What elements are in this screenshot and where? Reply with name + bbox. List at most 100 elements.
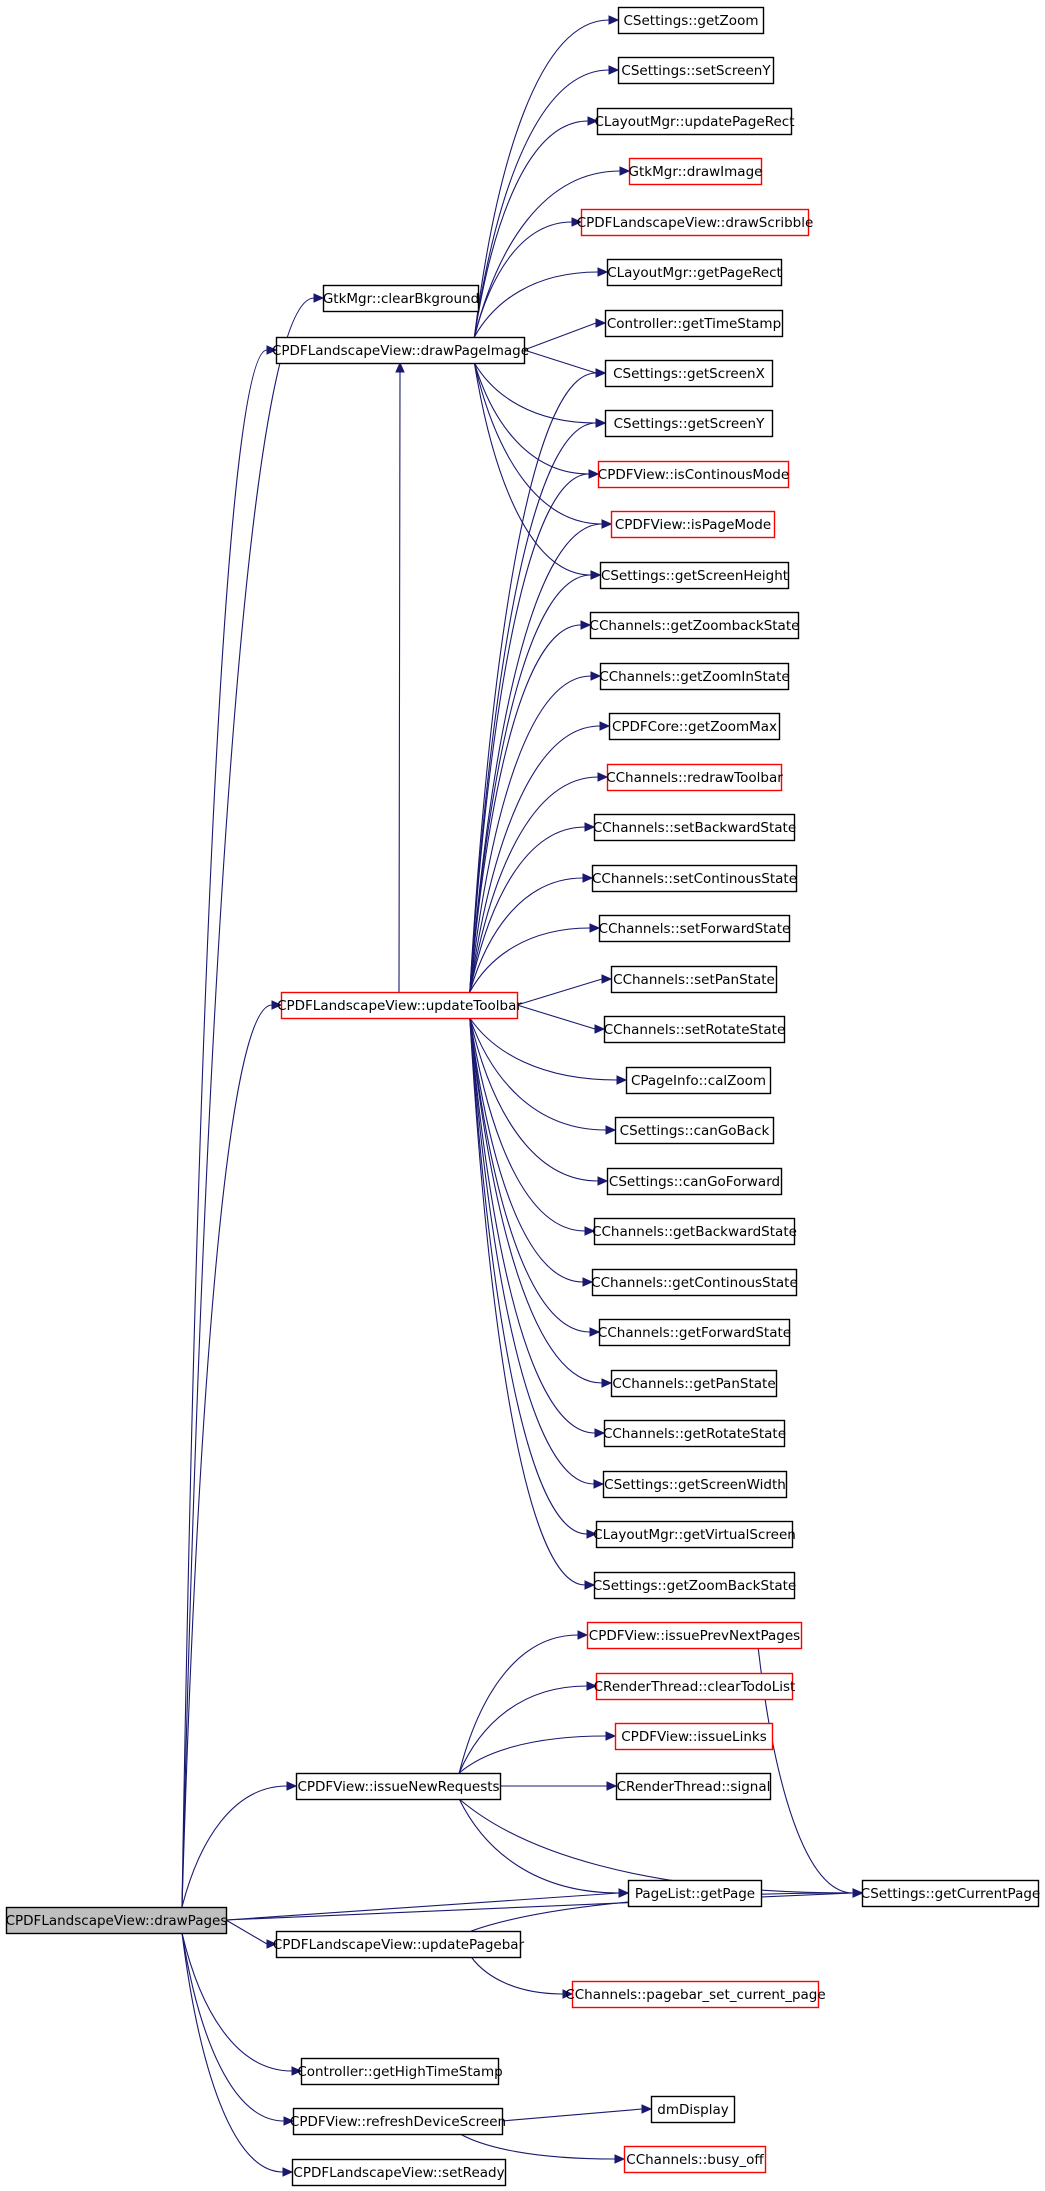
node-getForwardState[interactable]: CChannels::getForwardState: [598, 1318, 791, 1347]
node-issueLinks[interactable]: CPDFView::issueLinks: [614, 1722, 774, 1751]
node-busy_off[interactable]: CChannels::busy_off: [623, 2145, 767, 2174]
node-getBackwardState[interactable]: CChannels::getBackwardState: [592, 1217, 797, 1246]
node-label: CSettings::getScreenY: [614, 416, 765, 432]
node-setScreenY[interactable]: CSettings::setScreenY: [617, 56, 775, 85]
node-setPanState[interactable]: CChannels::setPanState: [610, 965, 778, 994]
node-getTimeStamp[interactable]: Controller::getTimeStamp: [604, 309, 784, 338]
node-getScreenY[interactable]: CSettings::getScreenY: [604, 409, 774, 438]
node-label: CSettings::getScreenHeight: [601, 568, 788, 584]
node-refreshDeviceScreen[interactable]: CPDFView::refreshDeviceScreen: [290, 2107, 506, 2136]
edge-updateToolbar-to-getScreenHeight: [469, 570, 602, 993]
edge-drawPageImage-to-drawScribble: [473, 217, 583, 338]
node-label: CSettings::getScreenWidth: [604, 1477, 786, 1493]
edge-issueNewRequests-to-issueLinks: [458, 1731, 617, 1774]
node-setBackwardState[interactable]: CChannels::setBackwardState: [593, 813, 796, 842]
node-box: [610, 965, 778, 994]
node-getPanState[interactable]: CChannels::getPanState: [610, 1369, 778, 1398]
node-getZoom[interactable]: CSettings::getZoom: [617, 6, 765, 35]
node-issuePrevNextPages[interactable]: CPDFView::issuePrevNextPages: [586, 1621, 803, 1650]
node-getHighTimeStamp[interactable]: Controller::getHighTimeStamp: [297, 2057, 503, 2086]
edge-updateToolbar-to-drawPageImage: [395, 361, 405, 993]
node-box: [603, 1015, 786, 1044]
node-getCurrentPage[interactable]: CSettings::getCurrentPage: [861, 1879, 1040, 1908]
node-box: [650, 2095, 736, 2124]
node-label: CPDFLandscapeView::drawScribble: [577, 215, 814, 231]
nodes-layer: CPDFLandscapeView::drawPages GtkMgr::clea…: [6, 6, 1040, 2187]
node-setForwardState[interactable]: CChannels::setForwardState: [599, 914, 791, 943]
node-getRotateState[interactable]: CChannels::getRotateState: [603, 1419, 786, 1448]
node-label: CPageInfo::calZoom: [631, 1073, 766, 1089]
node-label: CPDFView::issuePrevNextPages: [589, 1628, 800, 1644]
node-getZoomMax[interactable]: CPDFCore::getZoomMax: [608, 712, 781, 741]
node-setContinousState[interactable]: CChannels::setContinousState: [591, 864, 798, 893]
node-label: CChannels::redrawToolbar: [606, 770, 783, 786]
edge-updateToolbar-to-setBackwardState: [469, 822, 596, 993]
node-label: CPDFLandscapeView::setReady: [293, 2165, 504, 2181]
node-box: [300, 2057, 500, 2086]
node-box: [617, 56, 775, 85]
node-signal[interactable]: CRenderThread::signal: [615, 1772, 772, 1801]
edge-issueNewRequests-to-getPage: [458, 1798, 630, 1898]
edge-updateToolbar-to-isContinousMode: [469, 469, 600, 993]
node-label: CLayoutMgr::updatePageRect: [595, 114, 795, 130]
node-getVirtualScreen[interactable]: CLayoutMgr::getVirtualScreen: [593, 1520, 796, 1549]
node-issueNewRequests[interactable]: CPDFView::issueNewRequests: [295, 1772, 502, 1801]
node-box: [595, 1520, 794, 1549]
node-getPageRect[interactable]: CLayoutMgr::getPageRect: [606, 258, 783, 287]
node-setRotateState[interactable]: CChannels::setRotateState: [603, 1015, 786, 1044]
node-isContinousMode[interactable]: CPDFView::isContinousMode: [597, 460, 790, 489]
edge-root-to-getHighTimeStamp: [181, 1932, 303, 2076]
node-updatePagebar[interactable]: CPDFLandscapeView::updatePagebar: [273, 1930, 525, 1959]
node-clearBkground[interactable]: GtkMgr::clearBkground: [322, 284, 480, 313]
node-box: [593, 813, 796, 842]
node-redrawToolbar[interactable]: CChannels::redrawToolbar: [606, 763, 783, 792]
node-getZoombackState[interactable]: CChannels::getZoombackState: [590, 611, 800, 640]
edge-updatePagebar-to-getCurrentPage: [471, 1888, 864, 1932]
node-box: [597, 460, 790, 489]
node-drawScribble[interactable]: CPDFLandscapeView::drawScribble: [577, 208, 814, 237]
node-label: CPDFView::issueNewRequests: [297, 1779, 499, 1795]
node-label: CRenderThread::clearTodoList: [594, 1679, 796, 1695]
node-getPage[interactable]: PageList::getPage: [627, 1879, 763, 1908]
node-label: CChannels::pagebar_set_current_page: [565, 1987, 825, 2003]
edge-issueNewRequests-to-signal: [500, 1781, 618, 1791]
node-box: [595, 1672, 794, 1701]
node-label: CPDFLandscapeView::updateToolbar: [277, 998, 522, 1014]
node-pagebar_set_current_page[interactable]: CChannels::pagebar_set_current_page: [565, 1980, 826, 2009]
node-canGoForward[interactable]: CSettings::canGoForward: [606, 1167, 783, 1196]
node-getZoomInState[interactable]: CChannels::getZoomInState: [599, 662, 790, 691]
edge-issueNewRequests-to-clearTodoList: [458, 1681, 598, 1774]
node-getScreenX[interactable]: CSettings::getScreenX: [604, 359, 774, 388]
node-box: [604, 309, 784, 338]
edge-issueNewRequests-to-issuePrevNextPages: [458, 1630, 589, 1774]
node-box: [606, 258, 783, 287]
node-setReady[interactable]: CPDFLandscapeView::setReady: [291, 2158, 507, 2187]
node-drawPageImage[interactable]: CPDFLandscapeView::drawPageImage: [272, 336, 529, 365]
node-label: CPDFView::isPageMode: [615, 517, 771, 533]
node-label: PageList::getPage: [635, 1886, 755, 1902]
node-getScreenHeight[interactable]: CSettings::getScreenHeight: [599, 561, 790, 590]
edge-updateToolbar-to-canGoForward: [469, 1017, 609, 1186]
node-isPageMode[interactable]: CPDFView::isPageMode: [610, 510, 776, 539]
node-box: [617, 6, 765, 35]
node-clearTodoList[interactable]: CRenderThread::clearTodoList: [594, 1672, 796, 1701]
node-getContinousState[interactable]: CChannels::getContinousState: [591, 1268, 798, 1297]
node-root[interactable]: CPDFLandscapeView::drawPages: [6, 1906, 228, 1935]
node-box: [593, 1217, 796, 1246]
node-getScreenWidth[interactable]: CSettings::getScreenWidth: [602, 1470, 788, 1499]
node-box: [275, 336, 526, 365]
node-calZoom[interactable]: CPageInfo::calZoom: [625, 1066, 772, 1095]
edges-layer: [181, 15, 864, 2177]
node-box: [580, 208, 810, 237]
edge-updateToolbar-to-getScreenWidth: [469, 1017, 605, 1489]
node-label: CChannels::getForwardState: [598, 1325, 791, 1341]
node-label: CSettings::setScreenY: [621, 63, 771, 79]
node-canGoBack[interactable]: CSettings::canGoBack: [614, 1116, 775, 1145]
node-drawImage[interactable]: GtkMgr::drawImage: [629, 157, 763, 186]
node-updatePageRect[interactable]: CLayoutMgr::updatePageRect: [595, 107, 795, 136]
node-dmDisplay[interactable]: dmDisplay: [650, 2095, 736, 2124]
node-getZoomBackState[interactable]: CSettings::getZoomBackState: [593, 1571, 797, 1600]
node-box: [604, 359, 774, 388]
node-updateToolbar[interactable]: CPDFLandscapeView::updateToolbar: [277, 991, 522, 1020]
